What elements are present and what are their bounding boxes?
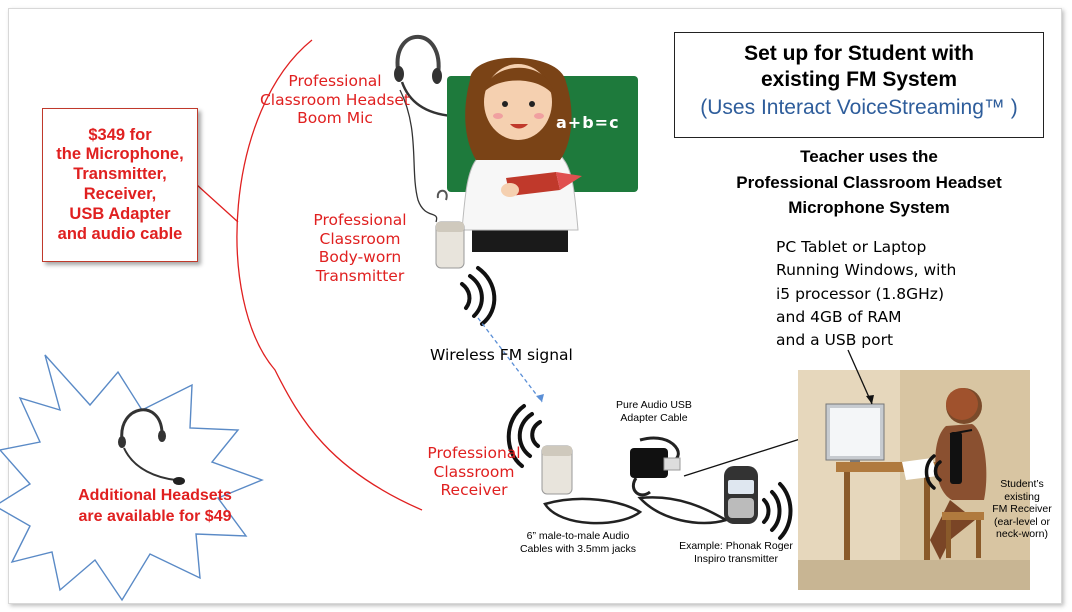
additional-headsets-text: Additional Headsets are available for $4… xyxy=(50,486,260,528)
receiver-label-line: Receiver xyxy=(440,481,508,500)
bracket-pointer xyxy=(196,184,239,223)
starburst-headset-icon xyxy=(118,408,185,485)
title-line: existing FM System xyxy=(760,68,958,92)
title-box: Set up for Student with existing FM Syst… xyxy=(674,32,1044,138)
teacher-line: Microphone System xyxy=(788,198,950,217)
red-bracket-curve xyxy=(236,39,423,511)
pc-requirements: PC Tablet or Laptop Running Windows, wit… xyxy=(776,236,1016,352)
transmitter-wave-icon xyxy=(460,266,497,326)
starburst-shape xyxy=(0,354,264,602)
receiver-label: Professional Classroom Receiver xyxy=(414,444,534,500)
audio-cables-label: 6” male-to-male Audio Cables with 3.5mm … xyxy=(505,530,651,555)
transmitter-label: Professional Classroom Body-worn Transmi… xyxy=(298,211,422,285)
teacher-system-text: Teacher uses the Professional Classroom … xyxy=(708,144,1030,221)
headset-label-line: Boom Mic xyxy=(297,109,373,128)
teacher-line: Professional Classroom Headset xyxy=(736,172,1002,192)
price-line: Transmitter, xyxy=(73,165,167,184)
audio-cables-label-line: 6” male-to-male Audio xyxy=(526,530,630,542)
price-line: Receiver, xyxy=(83,185,157,203)
title-subtitle: (Uses Interact VoiceStreaming™ ) xyxy=(700,95,1018,119)
price-line: the Microphone, xyxy=(56,145,184,164)
wireless-signal-label: Wireless FM signal xyxy=(430,346,573,364)
receiver-wave-icon xyxy=(506,404,542,468)
headset-label-line: Professional xyxy=(288,72,382,90)
student-scene xyxy=(798,370,1030,590)
student-receiver-wave-icon xyxy=(924,454,942,490)
pc-line: Running Windows, with xyxy=(776,261,957,280)
price-line: USB Adapter xyxy=(69,204,171,223)
phonak-example-label-line: Example: Phonak Roger xyxy=(679,540,793,552)
usb-adapter-cable xyxy=(630,436,681,497)
phonak-example-label-line: Inspiro transmitter xyxy=(693,552,779,565)
student-receiver-label: Student’s existing FM Receiver (ear-leve… xyxy=(984,478,1060,541)
chalkboard-equation: a+b=c xyxy=(556,113,620,132)
usb-adapter-label-line: Pure Audio USB xyxy=(616,399,692,411)
transmitter-label-line: Classroom xyxy=(319,229,401,248)
headset-label-line: Classroom Headset xyxy=(259,90,411,109)
usb-adapter-label-line: Adapter Cable xyxy=(620,411,688,424)
usb-adapter-label: Pure Audio USB Adapter Cable xyxy=(604,399,704,424)
phonak-wave-icon xyxy=(762,482,793,540)
price-box: $349 for the Microphone, Transmitter, Re… xyxy=(42,108,198,262)
phonak-example-label: Example: Phonak Roger Inspiro transmitte… xyxy=(666,540,806,565)
student-receiver-label-line: FM Receiver xyxy=(992,503,1052,516)
receiver-label-line: Classroom xyxy=(433,462,515,481)
transmitter-label-line: Body-worn xyxy=(318,248,402,267)
student-receiver-label-line: existing xyxy=(1004,490,1040,503)
title-line: Set up for Student with xyxy=(744,42,974,65)
price-line: and audio cable xyxy=(57,224,183,243)
audio-cables xyxy=(543,496,730,525)
transmitter-label-line: Professional xyxy=(313,211,407,229)
pc-line: and 4GB of RAM xyxy=(776,307,902,326)
teacher-line: Teacher uses the xyxy=(800,147,938,166)
body-worn-transmitter-device xyxy=(435,189,465,269)
teacher-figure xyxy=(461,57,582,252)
receiver-label-line: Professional xyxy=(427,444,521,462)
pc-pointer-arrow xyxy=(847,349,873,405)
audio-cables-label-line: Cables with 3.5mm jacks xyxy=(519,542,637,555)
additional-headsets-line: are available for $49 xyxy=(78,507,232,525)
additional-headsets-line: Additional Headsets xyxy=(78,487,232,504)
phonak-roger-transmitter xyxy=(724,466,758,524)
transmitter-label-line: Transmitter xyxy=(315,266,405,285)
pc-line: i5 processor (1.8GHz) xyxy=(776,284,944,303)
headset-label: Professional Classroom Headset Boom Mic xyxy=(250,72,420,128)
pc-line: PC Tablet or Laptop xyxy=(776,238,927,256)
student-receiver-label-line: Student’s xyxy=(1000,478,1044,490)
price-line: $349 for xyxy=(88,125,152,144)
student-receiver-label-line: neck-worn) xyxy=(996,528,1048,541)
pc-line: and a USB port xyxy=(776,331,894,349)
fm-signal-path xyxy=(477,317,543,403)
student-receiver-label-line: (ear-level or xyxy=(993,515,1051,528)
